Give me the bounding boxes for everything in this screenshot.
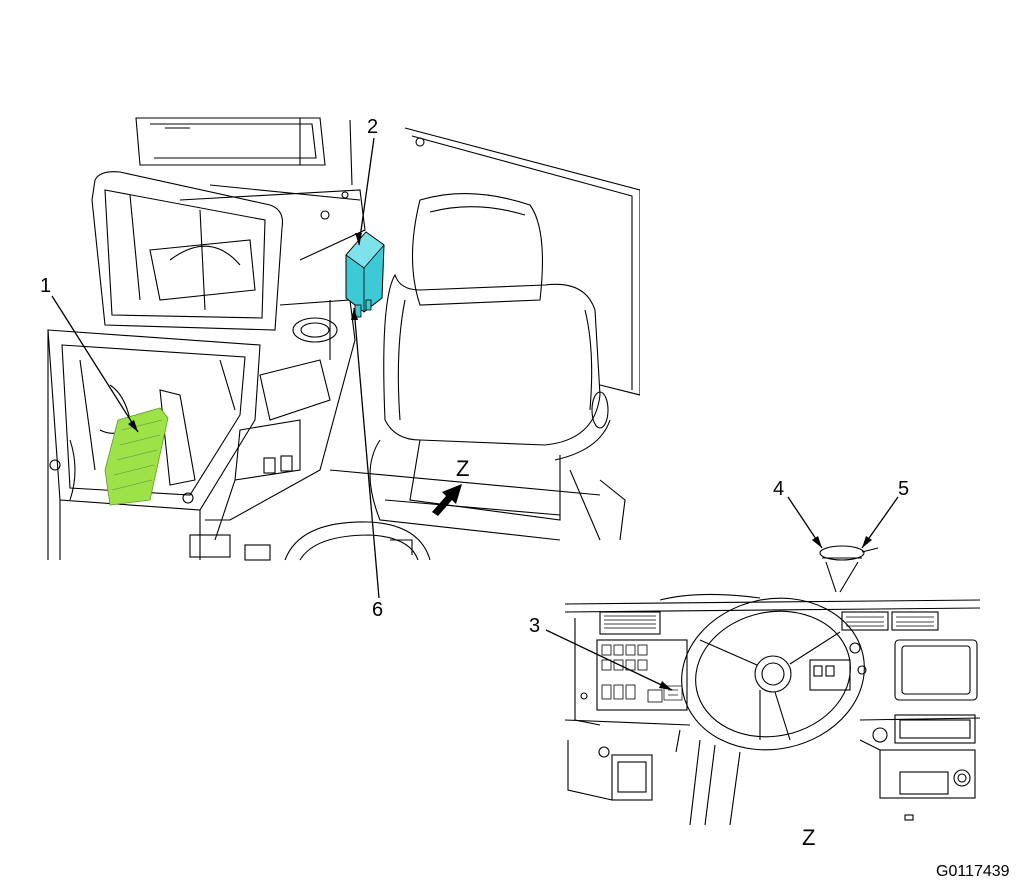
arrowhead-5 — [862, 536, 872, 548]
leader-1 — [51, 295, 139, 433]
leader-3 — [545, 629, 673, 691]
callout-1: 1 — [40, 275, 52, 297]
callout-2: 2 — [367, 116, 379, 138]
dashboard-view-z — [564, 545, 980, 826]
callout-3: 3 — [529, 615, 541, 637]
arrowhead-1 — [128, 420, 138, 432]
steering-wheel — [681, 597, 865, 751]
cab-floor — [329, 469, 601, 516]
left-switch-panel — [564, 611, 691, 726]
highlight-item-1 — [104, 407, 169, 506]
steering-wheel-top — [189, 521, 431, 561]
connector-item-3 — [663, 685, 683, 701]
callout-6: 6 — [372, 599, 384, 621]
arrowhead-6 — [351, 308, 358, 320]
operator-seat — [369, 193, 626, 541]
right-dash-panel — [809, 611, 980, 744]
highlight-item-1-stripes — [111, 419, 163, 491]
dome-light — [819, 545, 879, 593]
view-label-arrow: Z — [456, 456, 470, 481]
leader-6 — [353, 307, 380, 599]
figure-id: G0117439 — [936, 863, 1010, 880]
lower-left-box — [567, 740, 653, 801]
highlight-item-2 — [345, 231, 385, 318]
rear-wall-panel — [404, 127, 640, 396]
leader-arrowheads — [128, 233, 872, 690]
cab-interior-view — [47, 117, 640, 561]
steering-column — [675, 729, 741, 826]
view-label-detail: Z — [802, 825, 816, 850]
center-console — [205, 299, 356, 541]
lower-right-box — [859, 739, 976, 821]
arrowhead-3 — [659, 681, 672, 690]
view-direction-arrow — [432, 484, 462, 516]
callout-5: 5 — [898, 478, 910, 500]
callout-4: 4 — [773, 478, 785, 500]
arrowhead-4 — [812, 536, 822, 548]
leader-2 — [358, 137, 375, 246]
leader-lines — [51, 137, 899, 691]
arrowhead-2 — [355, 233, 362, 245]
console-hood — [91, 171, 366, 331]
window-frame — [135, 117, 353, 186]
